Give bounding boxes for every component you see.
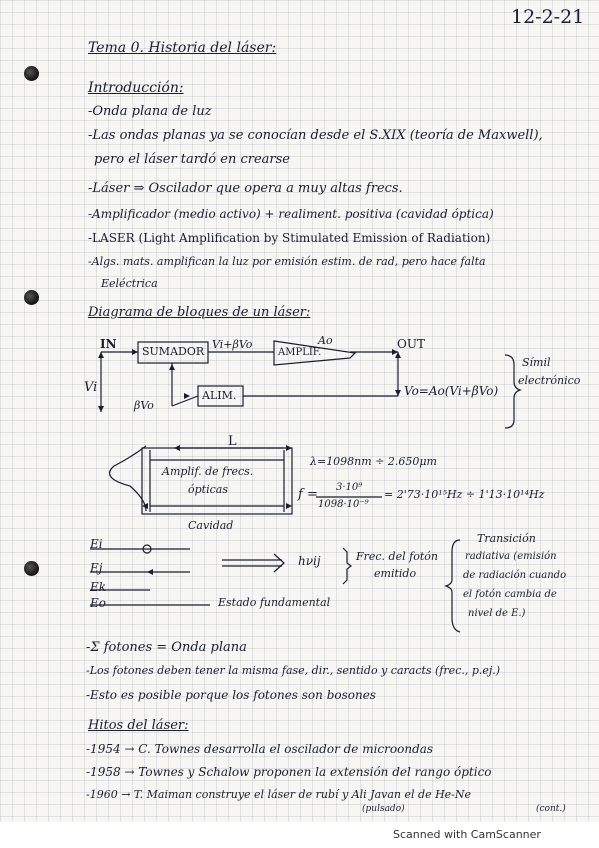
page-date: 12-2-21 xyxy=(511,6,585,28)
similar-note: Símil xyxy=(522,356,551,369)
page-title: Tema 0. Historia del láser: xyxy=(88,40,277,56)
binder-hole xyxy=(24,561,39,576)
energy-level-label: Eo xyxy=(90,596,106,610)
alim-block: ALIM. xyxy=(202,389,237,402)
photon-line: -Los fotones deben tener la misma fase, … xyxy=(86,664,501,677)
output-equation: Vo=Ao(Vi+βVo) xyxy=(404,384,499,398)
cavity-length-label: L xyxy=(228,434,237,449)
energy-level-label: Ej xyxy=(90,561,103,575)
milestone-item: -1960 → T. Maiman construye el láser de … xyxy=(86,788,472,801)
milestone-note: (cont.) xyxy=(536,804,566,814)
transition-note: el fotón cambia de xyxy=(463,589,557,600)
intro-heading: Introducción: xyxy=(88,80,184,96)
gain-label: Ao xyxy=(318,334,333,347)
scanner-watermark: Scanned with CamScanner xyxy=(393,828,541,841)
input-voltage-label: Vi xyxy=(84,380,98,395)
photon-line: -Σ fotones = Onda plana xyxy=(86,640,247,655)
ground-state-label: Estado fundamental xyxy=(218,596,331,609)
photon-description: emitido xyxy=(374,567,417,580)
milestones-heading: Hitos del láser: xyxy=(88,718,189,733)
scanner-footer: Scanned with CamScanner xyxy=(0,822,599,848)
milestone-item: -1958 → Townes y Schalow proponen la ext… xyxy=(86,765,492,779)
diagram-heading: Diagrama de bloques de un láser: xyxy=(88,305,311,320)
intro-line: -Láser ⇒ Oscilador que opera a muy altas… xyxy=(88,181,403,196)
intro-line: -Amplificador (medio activo) + realiment… xyxy=(88,207,494,221)
cavity-text: ópticas xyxy=(188,483,228,496)
photon-label: hνij xyxy=(298,554,321,568)
milestone-item: -1954 → C. Townes desarrolla el oscilado… xyxy=(86,742,434,756)
wavelength-equation: λ=1098nm ÷ 2.650μm xyxy=(310,455,437,468)
intro-line: -Onda plana de luz xyxy=(88,104,212,119)
feedback-label: βVo xyxy=(134,399,154,412)
intro-line: -Las ondas planas ya se conocían desde e… xyxy=(88,128,543,143)
transition-note: nivel de E.) xyxy=(468,608,526,619)
photon-line: -Esto es posible porque los fotones son … xyxy=(86,688,376,702)
photon-description: Frec. del fotón xyxy=(356,550,438,563)
transition-note: radiativa (emisión xyxy=(465,551,557,562)
transition-note: de radiación cuando xyxy=(463,570,567,581)
sum-signal-label: Vi+βVo xyxy=(212,338,253,351)
intro-line: pero el láser tardó en crearse xyxy=(94,152,290,167)
transition-note: Transición xyxy=(477,532,536,545)
diagram-output-label: OUT xyxy=(397,337,425,351)
energy-level-label: Ek xyxy=(90,580,107,594)
intro-line: -Algs. mats. amplifican la luz por emisi… xyxy=(88,255,486,268)
binder-hole xyxy=(24,290,39,305)
frequency-numerator: 3·10⁹ xyxy=(336,482,363,493)
frequency-lhs: f = xyxy=(298,487,318,502)
cavity-text: Amplif. de frecs. xyxy=(162,465,254,478)
sumador-block: SUMADOR xyxy=(142,345,205,358)
milestone-note: (pulsado) xyxy=(362,804,405,814)
intro-line: -LASER (Light Amplification by Stimulate… xyxy=(88,231,491,245)
frequency-denominator: 1098·10⁻⁹ xyxy=(318,499,369,510)
frequency-result: = 2'73·10¹⁵Hz ÷ 1'13·10¹⁴Hz xyxy=(384,488,545,501)
energy-level-label: Ei xyxy=(90,537,103,551)
amplifier-block: AMPLIF. xyxy=(278,347,322,358)
binder-hole xyxy=(24,66,39,81)
intro-line: Eeléctrica xyxy=(101,277,158,290)
cavity-label: Cavidad xyxy=(188,519,234,532)
similar-note: electrónico xyxy=(518,374,581,387)
diagram-input-label: IN xyxy=(100,337,117,351)
